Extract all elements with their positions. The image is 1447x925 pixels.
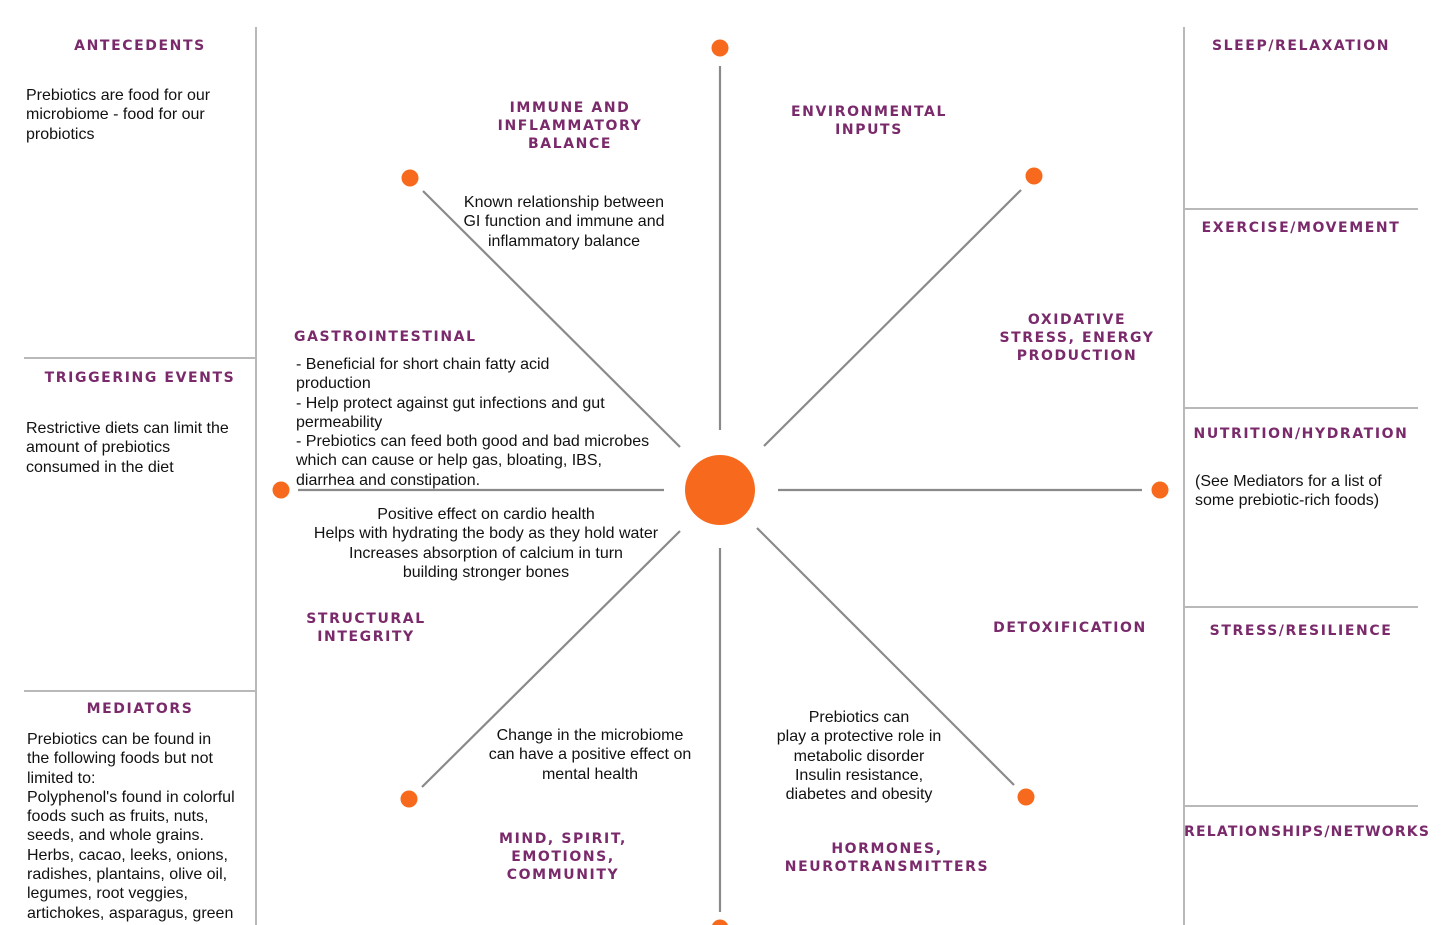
spoke-top-right-line [763, 189, 1022, 447]
mind-spirit-heading: MIND, SPIRIT, EMOTIONS, COMMUNITY [499, 831, 627, 883]
right-panel-divider-1 [1184, 208, 1418, 210]
right-panel-divider-3 [1184, 606, 1418, 608]
relationships-networks-heading: RELATIONSHIPS/NETWORKS [1184, 824, 1431, 840]
hormones-text: Prebiotics can play a protective role in… [776, 709, 942, 804]
mediators-heading: MEDIATORS [86, 701, 194, 717]
mind-spirit-text: Change in the microbiome can have a posi… [488, 727, 692, 783]
spoke-left-dot [272, 481, 290, 499]
environmental-inputs-heading: ENVIRONMENTAL INPUTS [791, 104, 947, 138]
nutrition-hydration-heading: NUTRITION/HYDRATION [1193, 426, 1409, 442]
detoxification-heading: DETOXIFICATION [993, 620, 1147, 636]
oxidative-stress-heading: OXIDATIVE STRESS, ENERGY PRODUCTION [999, 312, 1155, 364]
mediators-text: Prebiotics can be found in the following… [27, 731, 235, 922]
spoke-top-dot [711, 39, 729, 57]
spoke-top-right-dot [1025, 167, 1043, 185]
left-panel-divider-2 [24, 690, 256, 692]
structural-integrity-heading: STRUCTURAL INTEGRITY [306, 611, 426, 645]
spoke-top-left-dot [401, 169, 419, 187]
hormones-heading: HORMONES, NEUROTRANSMITTERS [784, 841, 990, 875]
right-panel-divider-2 [1184, 407, 1418, 409]
right-panel-vertical-divider [1183, 27, 1185, 925]
nutrition-hydration-text: (See Mediators for a list of some prebio… [1195, 473, 1382, 510]
left-panel-divider-1 [24, 357, 256, 359]
immune-inflammatory-text: Known relationship between GI function a… [463, 194, 665, 250]
gastrointestinal-heading: GASTROINTESTINAL [294, 329, 477, 345]
triggering-events-text: Restrictive diets can limit the amount o… [26, 420, 229, 476]
sleep-relaxation-heading: SLEEP/RELAXATION [1211, 38, 1391, 54]
stress-resilience-heading: STRESS/RESILIENCE [1209, 623, 1393, 639]
spoke-bottom-dot [712, 919, 728, 925]
gastrointestinal-text: - Beneficial for short chain fatty acid … [296, 356, 650, 489]
triggering-events-heading: TRIGGERING EVENTS [44, 370, 236, 386]
spoke-bottom-right-dot [1017, 788, 1035, 806]
spoke-bottom-left-dot [400, 790, 418, 808]
antecedents-text: Prebiotics are food for our microbiome -… [26, 87, 211, 143]
right-panel-divider-4 [1184, 805, 1418, 807]
antecedents-heading: ANTECEDENTS [74, 38, 206, 54]
immune-inflammatory-heading: IMMUNE AND INFLAMMATORY BALANCE [497, 100, 643, 152]
exercise-movement-heading: EXERCISE/MOVEMENT [1201, 220, 1401, 236]
spoke-bottom-right-line [756, 527, 1015, 786]
spoke-top-left-line [422, 190, 681, 448]
spoke-bottom-left-line [421, 530, 681, 788]
structural-integrity-text: Positive effect on cardio health Helps w… [313, 506, 659, 581]
wheel-center-hub [685, 455, 755, 525]
left-panel-vertical-divider [255, 27, 257, 925]
spoke-right-dot [1151, 481, 1169, 499]
